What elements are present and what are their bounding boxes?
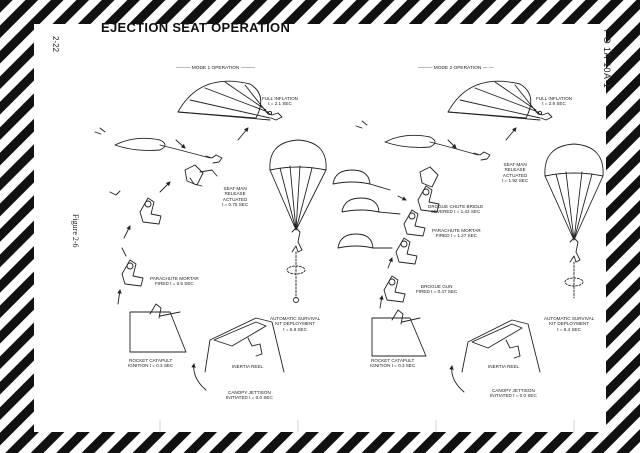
mode1-parachute-descent bbox=[269, 139, 327, 303]
mode1-seat-separation bbox=[184, 164, 218, 187]
mode1-streaming-chute bbox=[94, 127, 223, 164]
mode2-label-inertia-reel: INERTIA REEL bbox=[488, 364, 520, 369]
mode1-label-inertia-reel: INERTIA REEL bbox=[232, 364, 264, 369]
mode1-seat-mortar bbox=[121, 247, 144, 287]
mode2-parachute-full bbox=[447, 80, 553, 121]
mode2-label-drogue-gun: DROGUE GUN FIRED t = 0.47 SEC bbox=[416, 284, 458, 295]
mode1-label-rocket-catapult: ROCKET CATAPULT IGNITION t = 0.3 SEC bbox=[128, 358, 174, 369]
mode2-cockpit bbox=[371, 309, 541, 373]
mode1-label-full-inflation: FULL INFLATION t = 2.1 SEC bbox=[262, 96, 298, 107]
mode2-label-parachute-mortar: PARACHUTE MORTAR FIRED t = 1.27 SEC bbox=[432, 228, 481, 239]
mode2-label-canopy-jettison: CANOPY JETTISON INITIATED t = 0.0 SEC bbox=[490, 388, 537, 399]
mode1-heading: ——— MODE 1 OPERATION ——— bbox=[176, 66, 256, 71]
mode1-label-survival-kit: AUTOMATIC SURVIVAL KIT DEPLOYMENT t = 5.… bbox=[270, 316, 321, 332]
mode2-label-rocket-catapult: ROCKET CATAPULT IGNITION t = 0.3 SEC bbox=[370, 358, 416, 369]
mode2-drogue-chutes bbox=[332, 169, 401, 249]
mode1-label-parachute-mortar: PARACHUTE MORTAR FIRED t = 0.5 SEC bbox=[150, 276, 199, 287]
mode1-parachute-full bbox=[177, 80, 283, 121]
mode1-label-seat-man-release: SEAT-MAN RELEASE ACTUATED t = 0.75 SEC bbox=[222, 186, 249, 208]
mode2-label-drogue-chute-bridle: DROGUE CHUTE BRIDLE SEVERED t = 1.42 SEC bbox=[428, 204, 484, 215]
mode1-label-canopy-jettison: CANOPY JETTISON INITIATED t = 0.0 SEC bbox=[226, 390, 273, 401]
mode2-heading: ——— MODE 2 OPERATION — — bbox=[418, 66, 494, 71]
mode2-label-full-inflation: FULL INFLATION t = 2.9 SEC bbox=[536, 96, 572, 107]
mode2-parachute-descent bbox=[544, 143, 604, 299]
mode2-streaming-chute bbox=[355, 120, 491, 161]
mode1-seat-rising bbox=[109, 190, 162, 225]
mode2-label-survival-kit: AUTOMATIC SURVIVAL KIT DEPLOYMENT t = 6.… bbox=[544, 316, 595, 332]
mode1-cockpit bbox=[129, 303, 285, 373]
mode2-seat-stages bbox=[383, 166, 440, 303]
mode2-label-seat-man-release: SEAT-MAN RELEASE ACTUATED t = 1.92 SEC bbox=[502, 162, 529, 184]
page-title: EJECTION SEAT OPERATION bbox=[101, 20, 291, 35]
